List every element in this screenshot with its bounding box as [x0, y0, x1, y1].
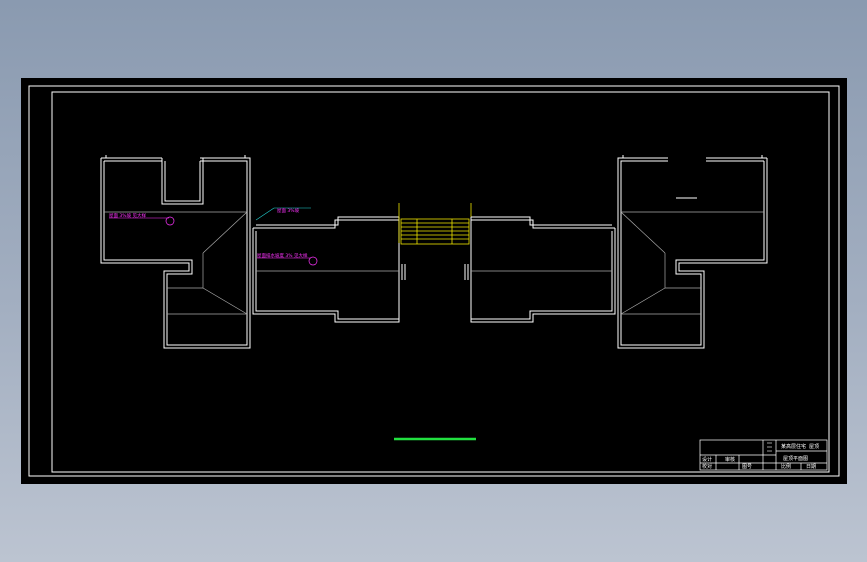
annotation-1-text: 屋面 3%坡 见大样 [109, 212, 146, 219]
annotation-1: 屋面 3%坡 见大样 [109, 212, 175, 226]
title-block-row-4: 图号 [742, 464, 752, 470]
title-block-ticks [767, 442, 772, 452]
stair-core [398, 203, 472, 245]
title-block-drawing-name: 屋顶平面图 [783, 456, 808, 462]
right-wing-roof-lines [620, 211, 764, 315]
drawing-sheet: 屋面 3%坡 见大样 屋面 3%坡 屋面排水坡度 3% 见大样 某高层住宅 屋顶… [21, 78, 847, 484]
annotation-3: 屋面排水坡度 3% 见大样 [257, 252, 318, 266]
title-block-row-2: 审核 [725, 456, 735, 463]
right-expansion-joint [464, 264, 469, 280]
inner-frame [51, 91, 830, 473]
right-wing-walls [617, 155, 768, 349]
annotation-2-text: 屋面 3%坡 [277, 207, 300, 214]
annotation-3-text: 屋面排水坡度 3% 见大样 [257, 252, 308, 259]
annotation-1-marker [165, 216, 175, 226]
right-central-walls [470, 216, 616, 323]
left-wing-roof-lines [104, 211, 248, 315]
title-block-col-2: 日期 [806, 464, 816, 470]
title-block [699, 439, 828, 471]
title-block-project: 某高层住宅 屋顶 [781, 443, 819, 450]
annotation-2: 屋面 3%坡 [255, 207, 311, 221]
cad-drawing: 屋面 3%坡 见大样 屋面 3%坡 屋面排水坡度 3% 见大样 某高层住宅 屋顶… [28, 85, 840, 477]
title-block-row-3: 校对 [702, 463, 712, 470]
annotation-3-marker [308, 256, 318, 266]
left-expansion-joint [401, 264, 406, 280]
left-central-walls [252, 216, 400, 323]
outer-frame [28, 85, 840, 477]
title-block-col-1: 比例 [781, 463, 791, 470]
title-block-row-1: 设计 [702, 456, 712, 463]
left-wing-walls [100, 155, 251, 349]
